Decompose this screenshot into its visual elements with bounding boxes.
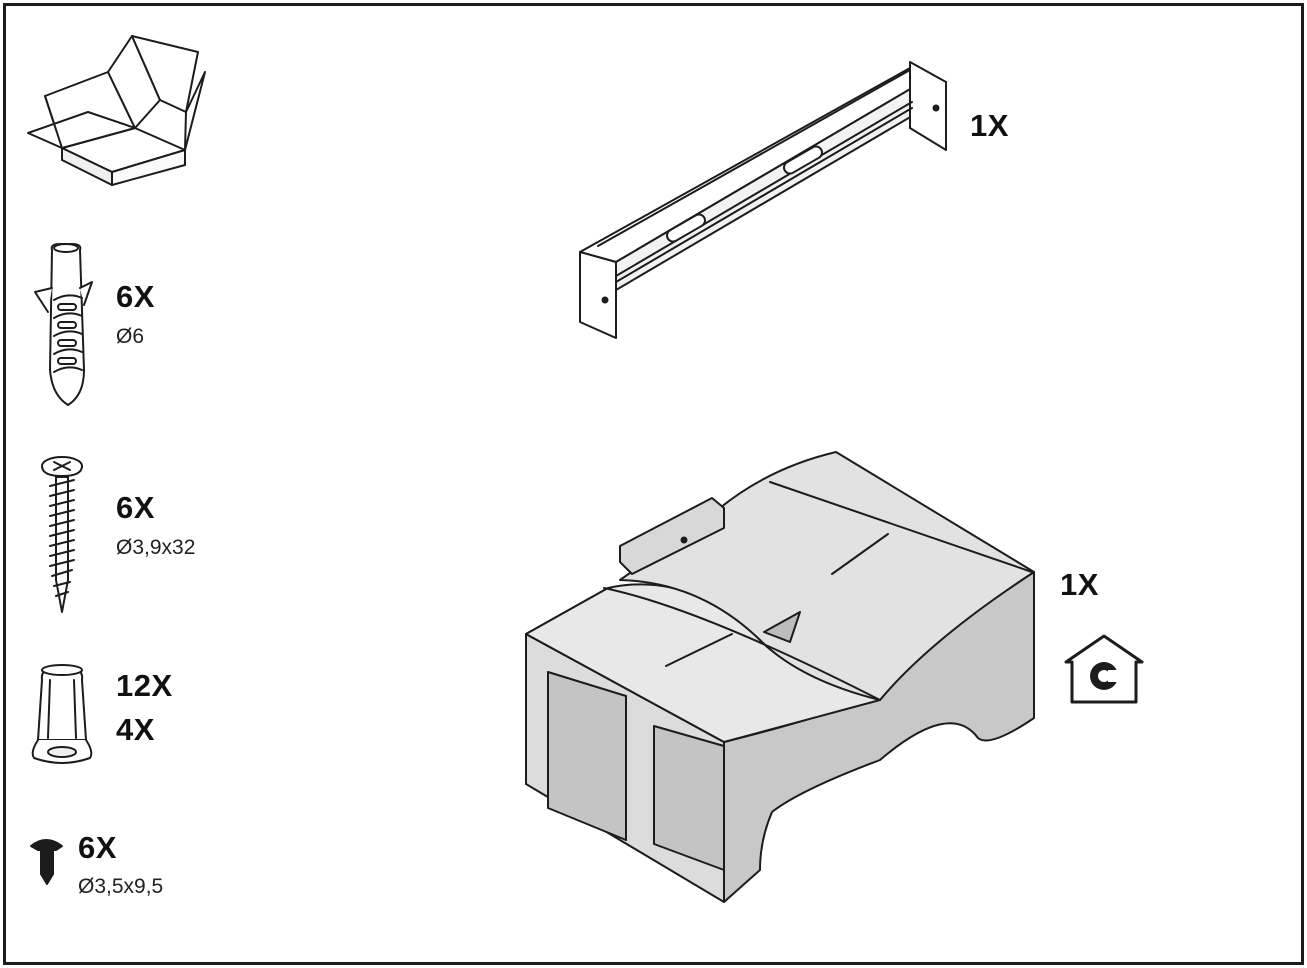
recirculation-house-icon: [1064, 634, 1144, 704]
spacer-cap-icon: [31, 664, 93, 764]
wood-screw-quantity: 6X: [116, 490, 155, 525]
spacer-cap-quantity-a: 12X: [116, 668, 173, 703]
air-deflector-quantity: 1X: [1060, 567, 1099, 602]
small-screw-icon: [30, 839, 63, 885]
air-deflector-icon: [525, 451, 1035, 903]
wall-plug-quantity: 6X: [116, 279, 155, 314]
wood-screw-size: Ø3,9x32: [116, 536, 196, 559]
mounting-bracket-icon: [579, 61, 947, 339]
small-screw-quantity: 6X: [78, 830, 117, 865]
wood-screw-icon: [41, 456, 83, 613]
spacer-cap-quantity-b: 4X: [116, 712, 155, 747]
wall-plug-icon: [34, 243, 93, 406]
small-screw-size: Ø3,5x9,5: [78, 875, 164, 898]
wall-plug-size: Ø6: [116, 325, 145, 348]
mounting-bracket-quantity: 1X: [970, 108, 1009, 143]
box-icon: [27, 35, 206, 186]
